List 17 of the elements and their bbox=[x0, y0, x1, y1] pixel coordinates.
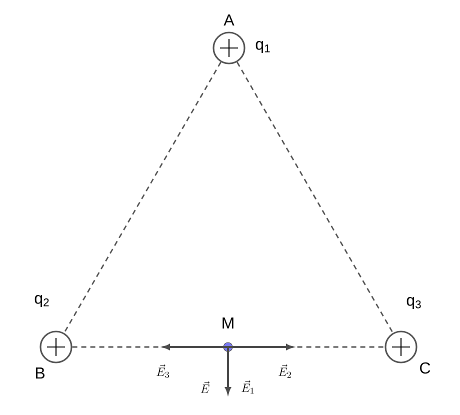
point-label: q$_{1}$ bbox=[256, 41, 270, 53]
point-label: A bbox=[224, 14, 234, 26]
charge-circle bbox=[384, 330, 418, 364]
dashed-line bbox=[236, 62, 394, 334]
point-dot bbox=[223, 342, 233, 352]
point-label: C bbox=[420, 362, 430, 374]
vector-label: $\vec{E}_2$ bbox=[278, 364, 291, 378]
point-label: M bbox=[222, 318, 234, 328]
charge-circle bbox=[212, 32, 246, 64]
point-label: B bbox=[36, 368, 44, 378]
charge-circle bbox=[40, 330, 72, 364]
vector-label: $\vec{E}_1$ bbox=[242, 380, 254, 394]
point-label: q$_{2}$ bbox=[34, 295, 49, 307]
vector-label: $\vec{E}_3$ bbox=[156, 364, 170, 378]
point-label: q$_{3}$ bbox=[406, 297, 421, 309]
dashed-line bbox=[64, 62, 222, 334]
vector-label: $\vec{E}$ bbox=[200, 381, 210, 393]
